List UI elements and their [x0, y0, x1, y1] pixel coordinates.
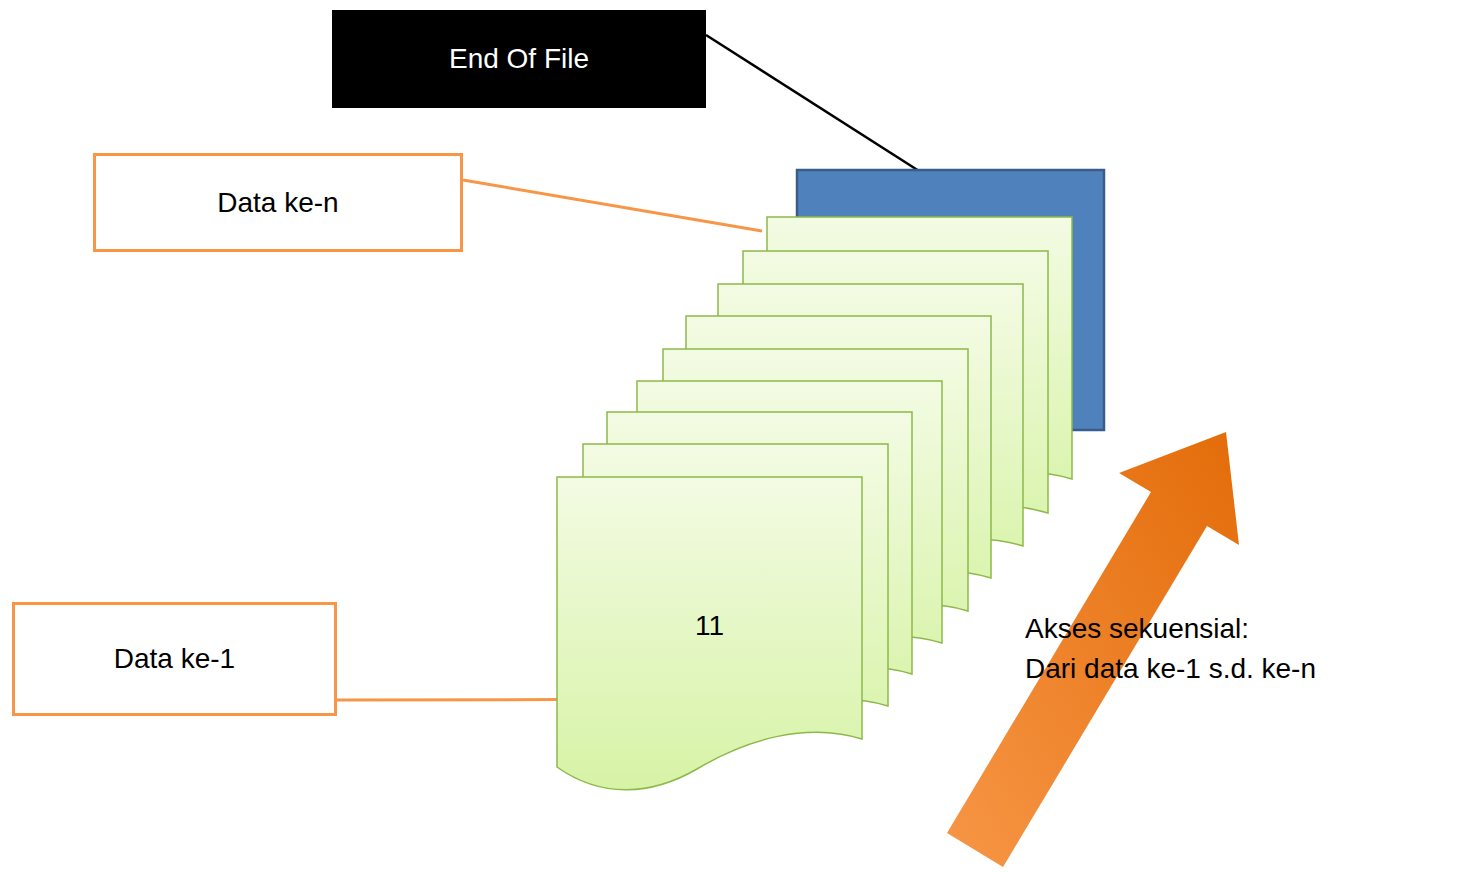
leader-line: [337, 699, 557, 700]
eof-box: End Of File: [332, 10, 706, 108]
annotation-text: Akses sekuensial:: [1025, 612, 1249, 646]
direction-arrow: [947, 432, 1239, 867]
node-text: End Of File: [449, 42, 589, 76]
node-text: 11: [695, 609, 724, 643]
node-text: Data ke-1: [114, 642, 235, 676]
callout-box: Data ke-n: [93, 153, 463, 252]
node-text: Data ke-n: [217, 186, 338, 220]
annotation-text: Dari data ke-1 s.d. ke-n: [1025, 652, 1316, 686]
leader-line: [706, 35, 930, 178]
page-shape: [557, 477, 862, 790]
callout-box: Data ke-1: [12, 602, 337, 716]
data-page: 11: [557, 477, 862, 795]
connector-line: [337, 698, 557, 701]
leader-line: [463, 180, 762, 231]
